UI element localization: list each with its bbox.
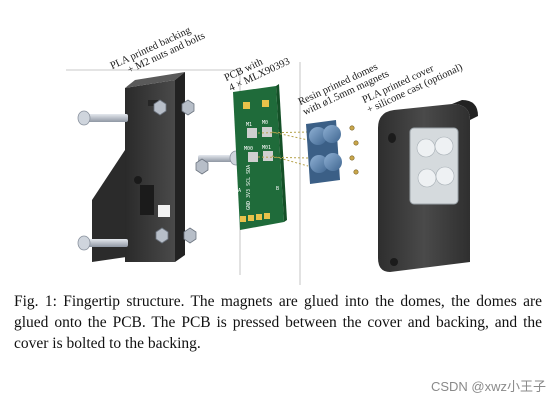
- pcb: M1 M0 M00 M01 GND 3V3 SCL SDA A B: [233, 84, 287, 230]
- pcb-chip-label-3: M00: [244, 146, 253, 152]
- bolt-top: [77, 110, 128, 126]
- nut-bottom-right: [183, 227, 197, 244]
- watermark: CSDN @xwz小王子: [430, 379, 546, 394]
- pcb-chip-label-2: M0: [262, 120, 268, 126]
- figure-caption: Fig. 1: Fingertip structure. The magnets…: [14, 293, 542, 352]
- pla-cover: [378, 100, 478, 272]
- pcb-chip-label-4: M01: [262, 145, 271, 151]
- cover-screw-hole-top: [388, 133, 396, 143]
- cover-screw-hole-bottom: [390, 258, 398, 266]
- nut-middle: [195, 158, 209, 175]
- magnet-3: [349, 155, 355, 161]
- alignment-dashes: [257, 131, 309, 167]
- magnet-1: [349, 125, 355, 131]
- pcb-pin-b: B: [276, 186, 279, 192]
- magnet-4: [353, 169, 359, 175]
- nut-top-right: [181, 99, 195, 116]
- magnet-2: [353, 140, 359, 146]
- resin-domes: [306, 120, 359, 184]
- pcb-pin-a: A: [238, 188, 241, 194]
- nuts: [153, 99, 209, 244]
- pla-backing: [92, 72, 185, 262]
- pcb-pin-labels: GND 3V3 SCL SDA: [246, 165, 252, 210]
- bolt-bottom: [77, 235, 128, 251]
- pcb-chip-label-1: M1: [246, 122, 252, 128]
- fingertip-exploded-diagram: M1 M0 M00 M01 GND 3V3 SCL SDA A B: [66, 62, 478, 285]
- nut-top-left: [153, 99, 167, 116]
- nut-bottom-left: [155, 227, 169, 244]
